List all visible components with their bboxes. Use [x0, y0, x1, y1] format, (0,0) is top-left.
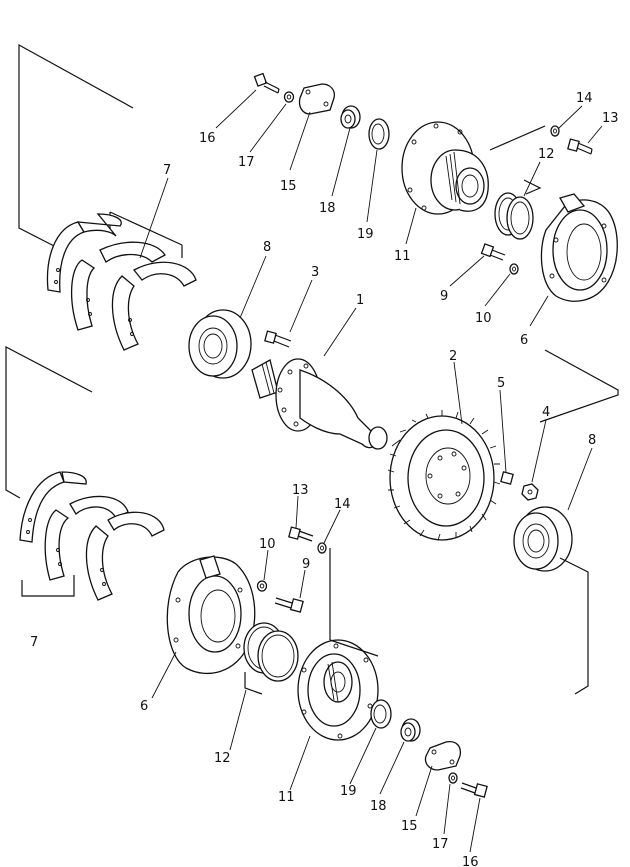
- lower-left-frame-lines: [5, 346, 93, 597]
- bolt-16-upper: [253, 72, 280, 94]
- housing-6-upper: [540, 193, 618, 302]
- seal-19-upper: [368, 118, 390, 150]
- washer-10-lower: [256, 580, 268, 592]
- callout-12-lower: 12: [214, 751, 231, 766]
- leader-lines: [139, 89, 603, 853]
- callout-14-lower: 14: [334, 497, 351, 512]
- callout-7-upper: 7: [163, 163, 171, 178]
- bolt-9-upper: [480, 243, 506, 261]
- callout-8-lower: 8: [588, 433, 596, 448]
- washer-14-lower: [317, 542, 327, 554]
- nut-18-lower: [400, 718, 421, 742]
- bolt-5: [500, 471, 514, 485]
- callout-10-upper: 10: [475, 311, 492, 326]
- callout-10-lower: 10: [259, 537, 276, 552]
- callout-17-upper: 17: [238, 155, 255, 170]
- callout-8-upper: 8: [263, 240, 271, 255]
- right-lower-frame-lines: [559, 557, 589, 695]
- callout-6-upper: 6: [520, 333, 528, 348]
- washer-17-upper: [283, 91, 295, 103]
- callout-7-lower: 7: [30, 635, 38, 650]
- callout-16-lower: 16: [462, 855, 479, 867]
- shim-plates-lower: [19, 471, 165, 601]
- callout-12-upper: 12: [538, 147, 555, 162]
- callout-18-lower: 18: [370, 799, 387, 814]
- callout-2: 2: [449, 349, 457, 364]
- lock-plate-15-lower: [424, 740, 462, 771]
- bearing-cage-11-upper: [401, 121, 489, 215]
- callout-19-upper: 19: [357, 227, 374, 242]
- callout-9-lower: 9: [302, 557, 310, 572]
- callout-3: 3: [311, 265, 319, 280]
- nut-18-upper: [340, 105, 361, 129]
- shim-plates-upper: [46, 213, 197, 351]
- callout-16-upper: 16: [199, 131, 216, 146]
- washer-14-upper: [550, 125, 560, 137]
- callout-19-lower: 19: [340, 784, 357, 799]
- bolt-13-lower: [288, 526, 314, 542]
- callout-17-lower: 17: [432, 837, 449, 852]
- washer-17-lower: [448, 772, 458, 784]
- right-frame-lines: [489, 125, 619, 423]
- shims-12-lower: [243, 622, 299, 695]
- bolt-3: [264, 330, 292, 348]
- bolt-16-lower: [460, 782, 488, 798]
- callout-18-upper: 18: [319, 201, 336, 216]
- housing-6-lower: [166, 555, 256, 675]
- lock-plate-15-upper: [298, 83, 336, 115]
- callout-11-lower: 11: [278, 790, 295, 805]
- callout-4: 4: [542, 405, 550, 420]
- callout-1: 1: [356, 293, 364, 308]
- callout-13-upper: 13: [602, 111, 619, 126]
- nut-4: [521, 483, 539, 501]
- shims-12-upper: [494, 192, 534, 240]
- callout-11-upper: 11: [394, 249, 411, 264]
- callout-15-upper: 15: [280, 179, 297, 194]
- callout-labels: 16 17 15 18 19 14 13 12 11 7 8 3 1 9 10 …: [30, 91, 619, 867]
- bearing-8-lower: [513, 506, 573, 572]
- bearing-cage-11-lower: [297, 548, 379, 741]
- washer-10-upper: [509, 263, 519, 275]
- bolt-13-upper: [567, 138, 593, 155]
- bolt-9-lower: [274, 597, 304, 613]
- pinion-shaft-1: [251, 358, 388, 450]
- callout-13-lower: 13: [292, 483, 309, 498]
- bearing-8-upper: [188, 309, 252, 379]
- callout-6-lower: 6: [140, 699, 148, 714]
- callout-5: 5: [497, 376, 505, 391]
- callout-9-upper: 9: [440, 289, 448, 304]
- bevel-gear-2: [387, 410, 501, 541]
- seal-19-lower: [370, 699, 392, 729]
- callout-15-lower: 15: [401, 819, 418, 834]
- callout-14-upper: 14: [576, 91, 593, 106]
